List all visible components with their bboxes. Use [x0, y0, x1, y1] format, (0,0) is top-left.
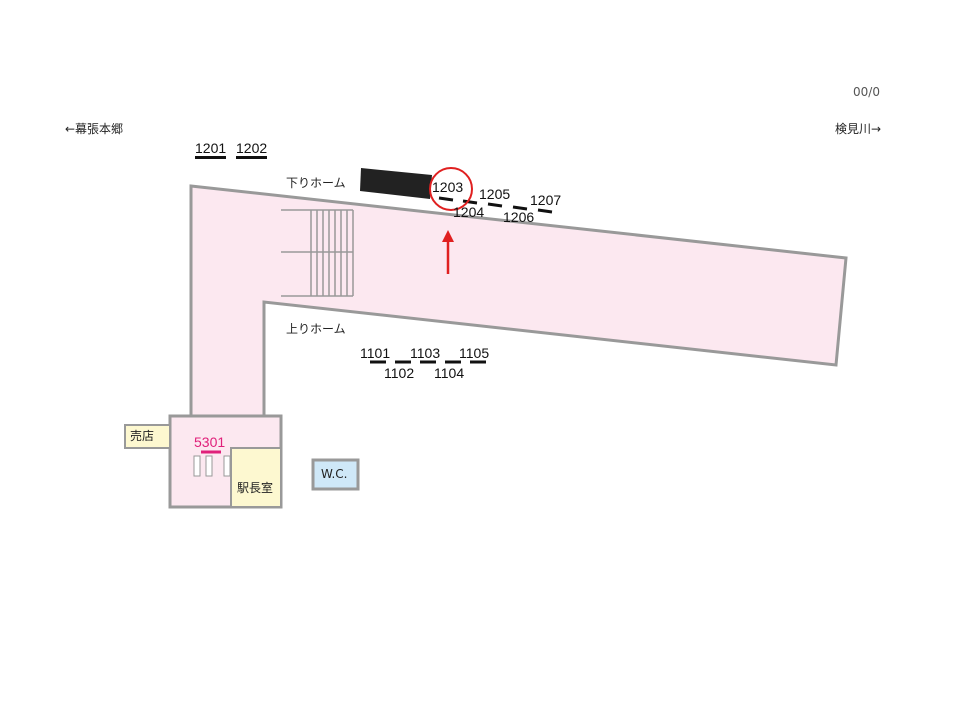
ticket-gates	[193, 455, 231, 477]
car-1104[interactable]: 1104	[434, 365, 465, 381]
car-1206[interactable]: 1206	[503, 209, 535, 225]
car-1102[interactable]: 1102	[384, 365, 415, 381]
gate-code[interactable]: 5301	[194, 434, 226, 450]
station-master-label: 駅長室	[237, 481, 274, 495]
car-1201[interactable]: 1201	[195, 141, 227, 159]
car-1204[interactable]: 1204	[453, 204, 485, 220]
toilet	[311, 458, 360, 491]
car-1203[interactable]: 1203	[432, 179, 464, 195]
car-1205[interactable]: 1205	[479, 186, 511, 202]
station-master-room	[230, 447, 282, 508]
stairs-icon	[281, 209, 354, 297]
toilet-label: W.C.	[321, 467, 348, 481]
arrow-up-icon	[442, 230, 454, 274]
page-indicator: 00/0	[853, 85, 880, 99]
car-1202[interactable]: 1202	[236, 141, 268, 159]
car-1101[interactable]: 1101	[360, 345, 391, 361]
highlight-circle	[429, 167, 473, 211]
direction-left: ←幕張本郷	[65, 122, 124, 136]
car-1103[interactable]: 1103	[410, 345, 441, 361]
down-platform-label: 下りホーム	[286, 176, 346, 190]
car-1105[interactable]: 1105	[459, 345, 490, 361]
platform-structure	[360, 168, 432, 199]
kiosk	[124, 424, 171, 449]
car-1207[interactable]: 1207	[530, 192, 562, 208]
up-platform-label: 上りホーム	[286, 322, 346, 336]
kiosk-label: 売店	[130, 429, 155, 443]
direction-right: 検見川→	[835, 122, 882, 136]
